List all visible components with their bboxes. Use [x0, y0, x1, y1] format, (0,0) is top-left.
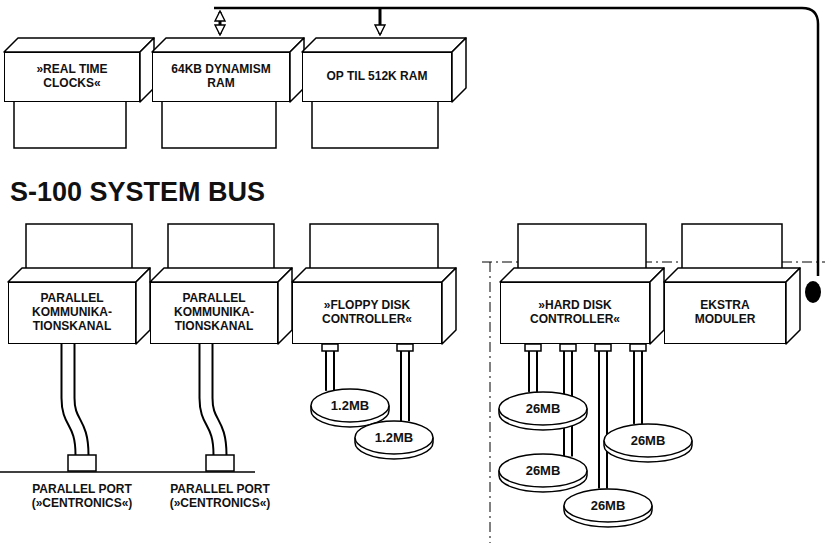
box-label: 26MB [526, 401, 561, 416]
box-label: »REAL TIME CLOCKS« [10, 63, 134, 91]
parallel-cable [206, 344, 220, 455]
ribbon-cable [630, 344, 646, 424]
module-box: »HARD DISK CONTROLLER« [500, 282, 650, 344]
module-card [162, 102, 276, 148]
cable-plug [397, 344, 413, 351]
module-box: »FLOPPY DISK CONTROLLER« [292, 282, 442, 344]
box-side [278, 268, 292, 344]
cable-plug [560, 344, 576, 351]
disk-drive: 26MB [563, 488, 653, 528]
ribbon-cable [525, 344, 541, 392]
module-bodies [4, 38, 800, 344]
bus-connector [805, 281, 821, 303]
ribbon-cable [322, 344, 338, 391]
module-card [682, 224, 782, 268]
bus-arrow [219, 12, 222, 34]
box-label: OP TIL 512K RAM [327, 70, 428, 84]
module-box: EKSTRA MODULER [664, 282, 786, 344]
disk-top [564, 489, 652, 522]
box-top [152, 38, 304, 52]
box-top [500, 268, 664, 282]
port-label: PARALLEL PORT (»CENTRONICS«) [22, 482, 142, 511]
bus-title: S-100 SYSTEM BUS [10, 176, 330, 208]
disk-top [604, 424, 692, 457]
parallel-cable [206, 344, 220, 455]
box-label: 26MB [526, 463, 561, 478]
disk-top [355, 421, 433, 454]
disk-drive: 26MB [498, 391, 588, 431]
disk-top [311, 389, 389, 422]
disk-drive: 26MB [603, 423, 693, 463]
box-label: 64KB DYNAMISM RAM [158, 63, 284, 91]
disk-drive: 26MB [498, 453, 588, 493]
parallel-cable [68, 344, 82, 455]
box-top [4, 38, 154, 52]
box-label: »HARD DISK CONTROLLER« [506, 299, 644, 327]
ribbon-outline [400, 344, 410, 421]
module-card [168, 224, 274, 268]
module-card [518, 224, 646, 268]
module-card [312, 102, 438, 148]
module-box: »REAL TIME CLOCKS« [4, 52, 140, 102]
cable-plug [595, 344, 611, 351]
box-top [8, 268, 150, 282]
ribbon-cable [595, 344, 611, 489]
box-label: »FLOPPY DISK CONTROLLER« [298, 299, 436, 327]
module-card [26, 224, 132, 268]
disk-top [499, 454, 587, 487]
box-label: 26MB [631, 433, 666, 448]
module-box: PARALLEL KOMMUNIKA- TIONSKANAL [150, 282, 278, 344]
cable-plug [322, 344, 338, 351]
box-side [452, 38, 466, 102]
box-label: 26MB [591, 498, 626, 513]
box-top [664, 268, 800, 282]
box-label: EKSTRA MODULER [670, 299, 780, 327]
ribbon-outline [598, 344, 608, 489]
disk-top [499, 392, 587, 425]
port-connector [68, 455, 96, 471]
box-side [136, 268, 150, 344]
box-label: PARALLEL KOMMUNIKA- TIONSKANAL [156, 292, 272, 333]
box-top [292, 268, 456, 282]
ribbon-fill [402, 344, 408, 421]
box-top [150, 268, 292, 282]
port-label: PARALLEL PORT (»CENTRONICS«) [160, 482, 280, 511]
parallel-cable [68, 344, 82, 455]
box-label: 1.2MB [375, 430, 413, 445]
box-side [650, 268, 664, 344]
box-top [302, 38, 466, 52]
dashed-divider [482, 262, 825, 543]
module-box: 64KB DYNAMISM RAM [152, 52, 290, 102]
ribbon-outline [633, 344, 643, 424]
disk-drive: 1.2MB [354, 420, 434, 460]
module-card [310, 224, 438, 268]
box-label: 1.2MB [331, 398, 369, 413]
base-line [0, 471, 255, 473]
cable-plug [525, 344, 541, 351]
cable-plug [630, 344, 646, 351]
bus-arrow [379, 8, 382, 34]
box-side [786, 268, 800, 344]
port-connector [206, 455, 234, 471]
bus-line [214, 8, 818, 276]
module-box: OP TIL 512K RAM [302, 52, 452, 102]
box-side [442, 268, 456, 344]
ribbon-cable [397, 344, 413, 421]
box-label: PARALLEL KOMMUNIKA- TIONSKANAL [14, 292, 130, 333]
ribbon-fill [600, 344, 606, 489]
ribbon-fill [635, 344, 641, 424]
module-box: PARALLEL KOMMUNIKA- TIONSKANAL [8, 282, 136, 344]
module-card [14, 102, 126, 148]
